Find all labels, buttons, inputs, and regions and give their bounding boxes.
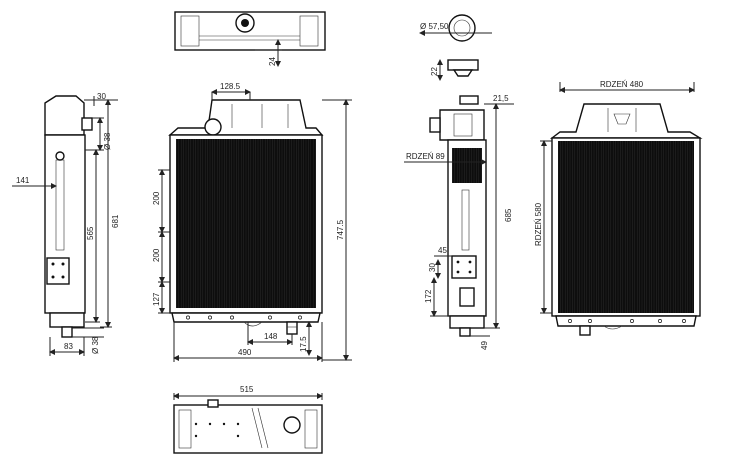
dim-outlet-height: 17.5 xyxy=(299,336,308,352)
dim-right-side-bottom: 172 xyxy=(424,289,433,303)
side-top-tank xyxy=(44,95,85,136)
dim-cap-dia: Ø 57,50 xyxy=(420,22,449,31)
side-frame xyxy=(44,134,86,314)
dim-side-top: 30 xyxy=(97,92,106,101)
side-bottom-tank xyxy=(49,312,85,328)
right-side-view: 21,5 RDZEŃ 89 685 45 30 172 49 xyxy=(404,94,514,350)
left-front-view: 128.5 747.5 200 200 127 148 17.5 490 xyxy=(152,82,352,362)
right-front-view: RDZEŃ 480 RDZEŃ 580 xyxy=(534,80,703,336)
left-bottom-view: 515 xyxy=(173,385,323,454)
left-radiator-core xyxy=(176,139,316,308)
left-top-view: 24 xyxy=(174,11,326,67)
dim-tank-height: 24 xyxy=(268,57,277,66)
dim-side-bottom-w: 83 xyxy=(64,342,73,351)
left-bottom-holes xyxy=(186,315,302,320)
right-side-bracket xyxy=(451,255,477,279)
right-cap-detail: Ø 57,50 22 xyxy=(419,14,492,81)
left-outlet-pipe xyxy=(286,321,298,335)
dim-height-total: 747.5 xyxy=(336,219,345,240)
dim-top-width: 128.5 xyxy=(220,82,241,91)
dim-core-h1: 200 xyxy=(152,191,161,205)
dim-outlet-offset: 148 xyxy=(264,332,278,341)
dim-right-core-width: RDZEŃ 480 xyxy=(600,80,644,89)
dim-right-side-top: 21,5 xyxy=(493,94,509,103)
side-bottom-pipe xyxy=(61,326,73,338)
right-outlet-pipe xyxy=(579,325,591,336)
dim-side-left: 141 xyxy=(16,176,30,185)
dim-side-dia-bottom: Ø 38 xyxy=(91,336,100,354)
bottom-view-outlet xyxy=(283,416,301,434)
cap-side-view xyxy=(447,59,479,71)
bottom-view-tank xyxy=(173,404,323,454)
dim-bracket-w: 45 xyxy=(438,246,447,255)
dim-cap-height: 22 xyxy=(430,67,439,76)
dim-side-h2: 681 xyxy=(111,214,120,228)
right-side-bottom-tank xyxy=(449,315,485,329)
left-side-view: 30 Ø 38 141 565 681 83 Ø 38 xyxy=(12,92,120,356)
dim-core-width: 490 xyxy=(238,348,252,357)
dim-overall-width: 515 xyxy=(240,385,254,394)
dim-side-h1: 565 xyxy=(86,226,95,240)
dim-bracket-h: 30 xyxy=(428,263,437,272)
dim-right-core-height: RDZEŃ 580 xyxy=(534,202,543,246)
right-top-tank xyxy=(549,103,703,139)
right-bottom-tank xyxy=(555,315,697,327)
side-bracket xyxy=(46,257,70,285)
dim-bottom-pipe: 49 xyxy=(480,341,489,350)
dim-core-depth: RDZEŃ 89 xyxy=(406,152,445,161)
left-filler-neck xyxy=(204,118,222,136)
left-top-tank xyxy=(168,99,324,136)
right-side-top-tank xyxy=(439,109,485,141)
right-radiator-core xyxy=(558,141,694,313)
right-side-core xyxy=(452,148,482,183)
dim-core-h2: 200 xyxy=(152,248,161,262)
left-bottom-tank xyxy=(171,312,321,323)
dim-bottom-offset: 127 xyxy=(152,292,161,306)
cap-top-view xyxy=(448,14,476,42)
dim-right-side-h: 685 xyxy=(504,208,513,222)
